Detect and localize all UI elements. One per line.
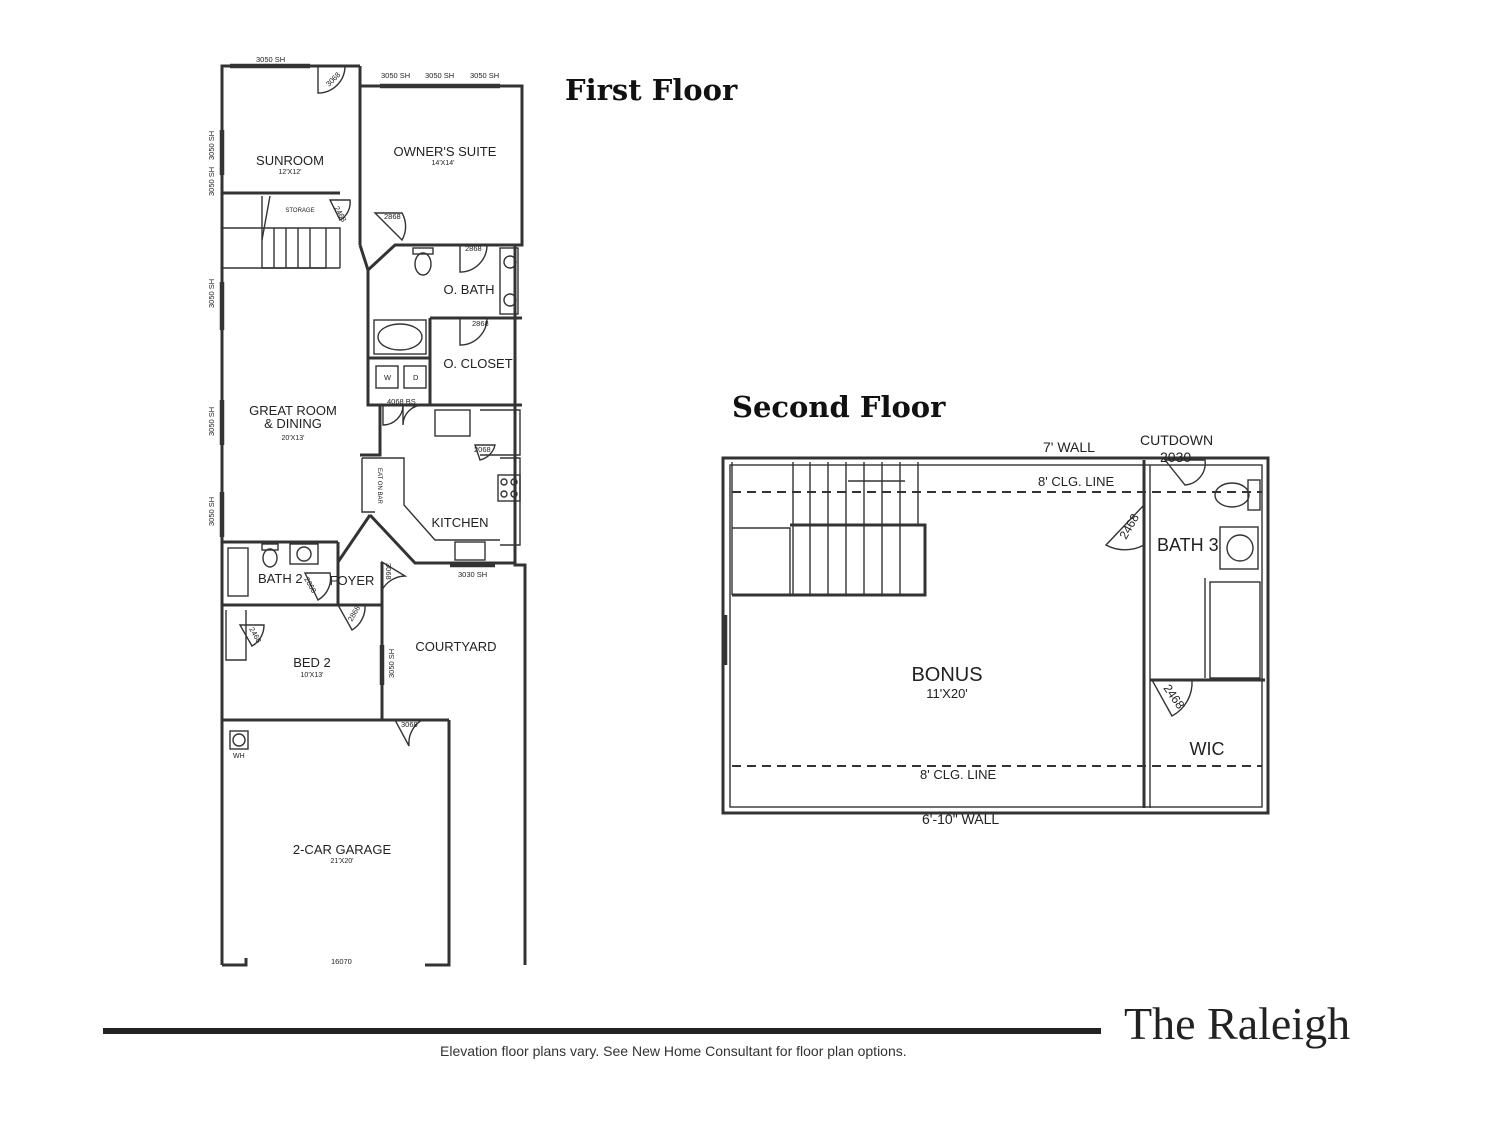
label-clg-line-top: 8' CLG. LINE: [1038, 474, 1115, 489]
tag-door-bath2: 2868: [302, 576, 318, 595]
tag-dryer: D: [413, 373, 419, 382]
room-great-room-dining: & DINING: [264, 416, 322, 431]
tag-door-obath: 2868: [465, 244, 482, 253]
plan-name: The Raleigh: [1124, 998, 1351, 1049]
room-courtyard: COURTYARD: [415, 639, 496, 654]
tag-win-left-1: 3050 SH: [207, 131, 216, 160]
divider-rule: [103, 1028, 1101, 1034]
label-cutdown: CUTDOWN: [1140, 432, 1213, 448]
eat-on-bar-label: EAT ON BAR: [376, 468, 382, 504]
room-owners-suite: OWNER'S SUITE: [394, 144, 497, 159]
room-o-bath: O. BATH: [443, 282, 494, 297]
first-floor-title: First Floor: [565, 73, 738, 107]
label-clg-line-bottom: 8' CLG. LINE: [920, 767, 997, 782]
room-bath-2: BATH 2: [258, 571, 303, 586]
tag-win-kitchen: 3030 SH: [458, 570, 487, 579]
tag-win-left-3: 3050 SH: [207, 279, 216, 308]
tag-win-courtyard: 3050 SH: [387, 649, 396, 678]
tag-win-left-5: 3050 SH: [207, 497, 216, 526]
room-bed-2: BED 2: [293, 655, 331, 670]
tag-door-pantry: 2068: [474, 445, 491, 454]
tag-door-garage: 3068: [401, 720, 418, 729]
room-great-room-size: 20'X13': [282, 435, 305, 442]
label-6-10-wall: 6'-10" WALL: [922, 811, 999, 827]
room-bonus-size: 11'X20': [926, 686, 968, 701]
tag-win-left-2: 3050 SH: [207, 167, 216, 196]
tag-door-sunroom: 3068: [324, 70, 342, 88]
first-floor-plan: 3050 SH 3050 SH 3050 SH 3050 SH 3050 SH …: [207, 55, 527, 967]
tag-door-bed2: 2868: [346, 604, 362, 623]
water-heater-label: WH: [233, 753, 245, 760]
label-win-2030: 2030: [1160, 449, 1191, 465]
disclaimer-text: Elevation floor plans vary. See New Home…: [440, 1043, 907, 1059]
room-storage: STORAGE: [285, 208, 314, 214]
room-bonus: BONUS: [911, 664, 982, 686]
tag-door-ocloset: 2868: [472, 319, 489, 328]
room-o-closet: O. CLOSET: [443, 356, 512, 371]
room-sunroom: SUNROOM: [256, 153, 324, 168]
room-great-room: GREAT ROOM: [249, 403, 337, 418]
room-sunroom-size: 12'X12': [279, 169, 302, 176]
room-garage-size: 21'X20': [331, 858, 354, 865]
tag-garage-door: 16070: [331, 957, 352, 966]
tag-laundry: 4068 BS: [387, 397, 416, 406]
tag-door-suite: 2868: [384, 212, 401, 221]
tag-win-top-2: 3050 SH: [425, 71, 454, 80]
tag-win-top-3: 3050 SH: [470, 71, 499, 80]
room-foyer: FOYER: [330, 573, 375, 588]
tag-win-left-4: 3050 SH: [207, 407, 216, 436]
second-floor-title: Second Floor: [732, 390, 946, 424]
room-owners-suite-size: 14'X14': [432, 160, 455, 167]
room-bath-3: BATH 3: [1157, 535, 1219, 555]
room-bed-2-size: 10'X13': [301, 672, 324, 679]
tag-win-top-left: 3050 SH: [256, 55, 285, 64]
room-kitchen: KITCHEN: [431, 515, 488, 530]
second-floor-plan: 7' WALL CUTDOWN 2030 8' CLG. LINE 8' CLG…: [721, 432, 1270, 827]
label-7-wall: 7' WALL: [1043, 439, 1095, 455]
room-wic: WIC: [1190, 739, 1225, 759]
tag-win-top-1: 3050 SH: [381, 71, 410, 80]
tag-door-front: 3068: [384, 563, 393, 580]
tag-washer: W: [384, 373, 392, 382]
tag-door-storage: 2468: [332, 205, 348, 224]
tag-door-bath3: 2468: [1116, 511, 1142, 541]
room-garage: 2-CAR GARAGE: [293, 842, 392, 857]
